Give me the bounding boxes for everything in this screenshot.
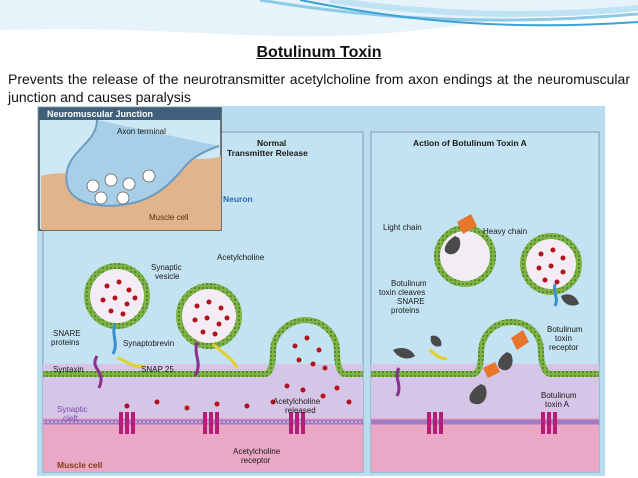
cleaves-label-4: proteins bbox=[391, 306, 419, 315]
panel-left-title-line1: Normal bbox=[257, 138, 286, 148]
cleaves-label-3: SNARE bbox=[397, 297, 425, 306]
right-synaptic-vesicle bbox=[520, 233, 582, 295]
ach-released-label-1: Acetylcholine bbox=[273, 397, 321, 406]
right-panel: Action of Botulinum Toxin A Light chain … bbox=[370, 131, 600, 473]
slide-subtitle: Prevents the release of the neurotransmi… bbox=[8, 71, 630, 105]
neuromuscular-junction-inset: Neuromuscular Junction Axon terminal Mus… bbox=[38, 107, 222, 231]
presynaptic-membrane bbox=[43, 316, 363, 377]
right-acetylcholine-receptors bbox=[427, 412, 557, 434]
light-chain-label: Light chain bbox=[383, 223, 422, 232]
cleaved-snare-fragments bbox=[395, 283, 558, 397]
ach-released-label-2: released bbox=[285, 406, 316, 415]
synaptic-vesicle-docked bbox=[176, 283, 242, 349]
snap25-label: SNAP 25 bbox=[141, 365, 174, 374]
ach-receptor-label-1: Acetylcholine bbox=[233, 447, 281, 456]
snare-label-2: proteins bbox=[51, 338, 79, 347]
toxin-receptor-label-2: toxin bbox=[555, 334, 572, 343]
panel-left-title-line2: Transmitter Release bbox=[227, 148, 308, 158]
inset-muscle-cell-label: Muscle cell bbox=[149, 213, 189, 222]
botulinum-toxin-label-1: Botulinum bbox=[541, 391, 577, 400]
synaptic-vesicle-label-1: Synaptic bbox=[151, 263, 182, 272]
botulinum-toxin-molecules bbox=[393, 214, 579, 405]
synaptic-vesicle bbox=[84, 263, 150, 329]
header-swoosh bbox=[0, 0, 638, 37]
synaptic-vesicle-label-2: vesicle bbox=[155, 272, 180, 281]
synaptobrevin-label: Synaptobrevin bbox=[123, 339, 174, 348]
acetylcholine-label: Acetylcholine bbox=[217, 253, 265, 262]
inset-heading: Neuromuscular Junction bbox=[47, 109, 153, 119]
toxin-receptor-label-3: receptor bbox=[549, 343, 579, 352]
botulinum-toxin-label-2: toxin A bbox=[545, 400, 570, 409]
inset-axon-terminal-label: Axon terminal bbox=[117, 127, 166, 136]
cleaves-label-1: Botulinum bbox=[391, 279, 427, 288]
ach-receptor-label-2: receptor bbox=[241, 456, 271, 465]
panel-right-title: Action of Botulinum Toxin A bbox=[413, 138, 527, 148]
acetylcholine-receptors bbox=[119, 412, 305, 434]
snare-proteins bbox=[93, 323, 239, 389]
cleaves-label-2: toxin cleaves bbox=[379, 288, 425, 297]
slide-title: Botulinum Toxin bbox=[256, 44, 382, 61]
botulinum-diagram: Normal Transmitter Release Neuron Acetyl… bbox=[37, 106, 605, 476]
left-muscle-cell-label: Muscle cell bbox=[57, 460, 102, 470]
snare-label-1: SNARE bbox=[53, 329, 81, 338]
neuron-label: Neuron bbox=[223, 194, 253, 204]
acetylcholine-released-dots bbox=[124, 335, 352, 411]
synaptic-cleft-label-1: Synaptic bbox=[57, 405, 88, 414]
toxin-receptor-label-1: Botulinum bbox=[547, 325, 583, 334]
right-presynaptic-membrane bbox=[371, 318, 599, 377]
syntaxin-label: Syntaxin bbox=[53, 365, 84, 374]
heavy-chain-label: Heavy chain bbox=[483, 227, 527, 236]
toxin-vesicle bbox=[434, 225, 496, 287]
synaptic-cleft-label-2: cleft bbox=[63, 414, 78, 423]
diagram-svg: Normal Transmitter Release Neuron Acetyl… bbox=[37, 106, 605, 476]
